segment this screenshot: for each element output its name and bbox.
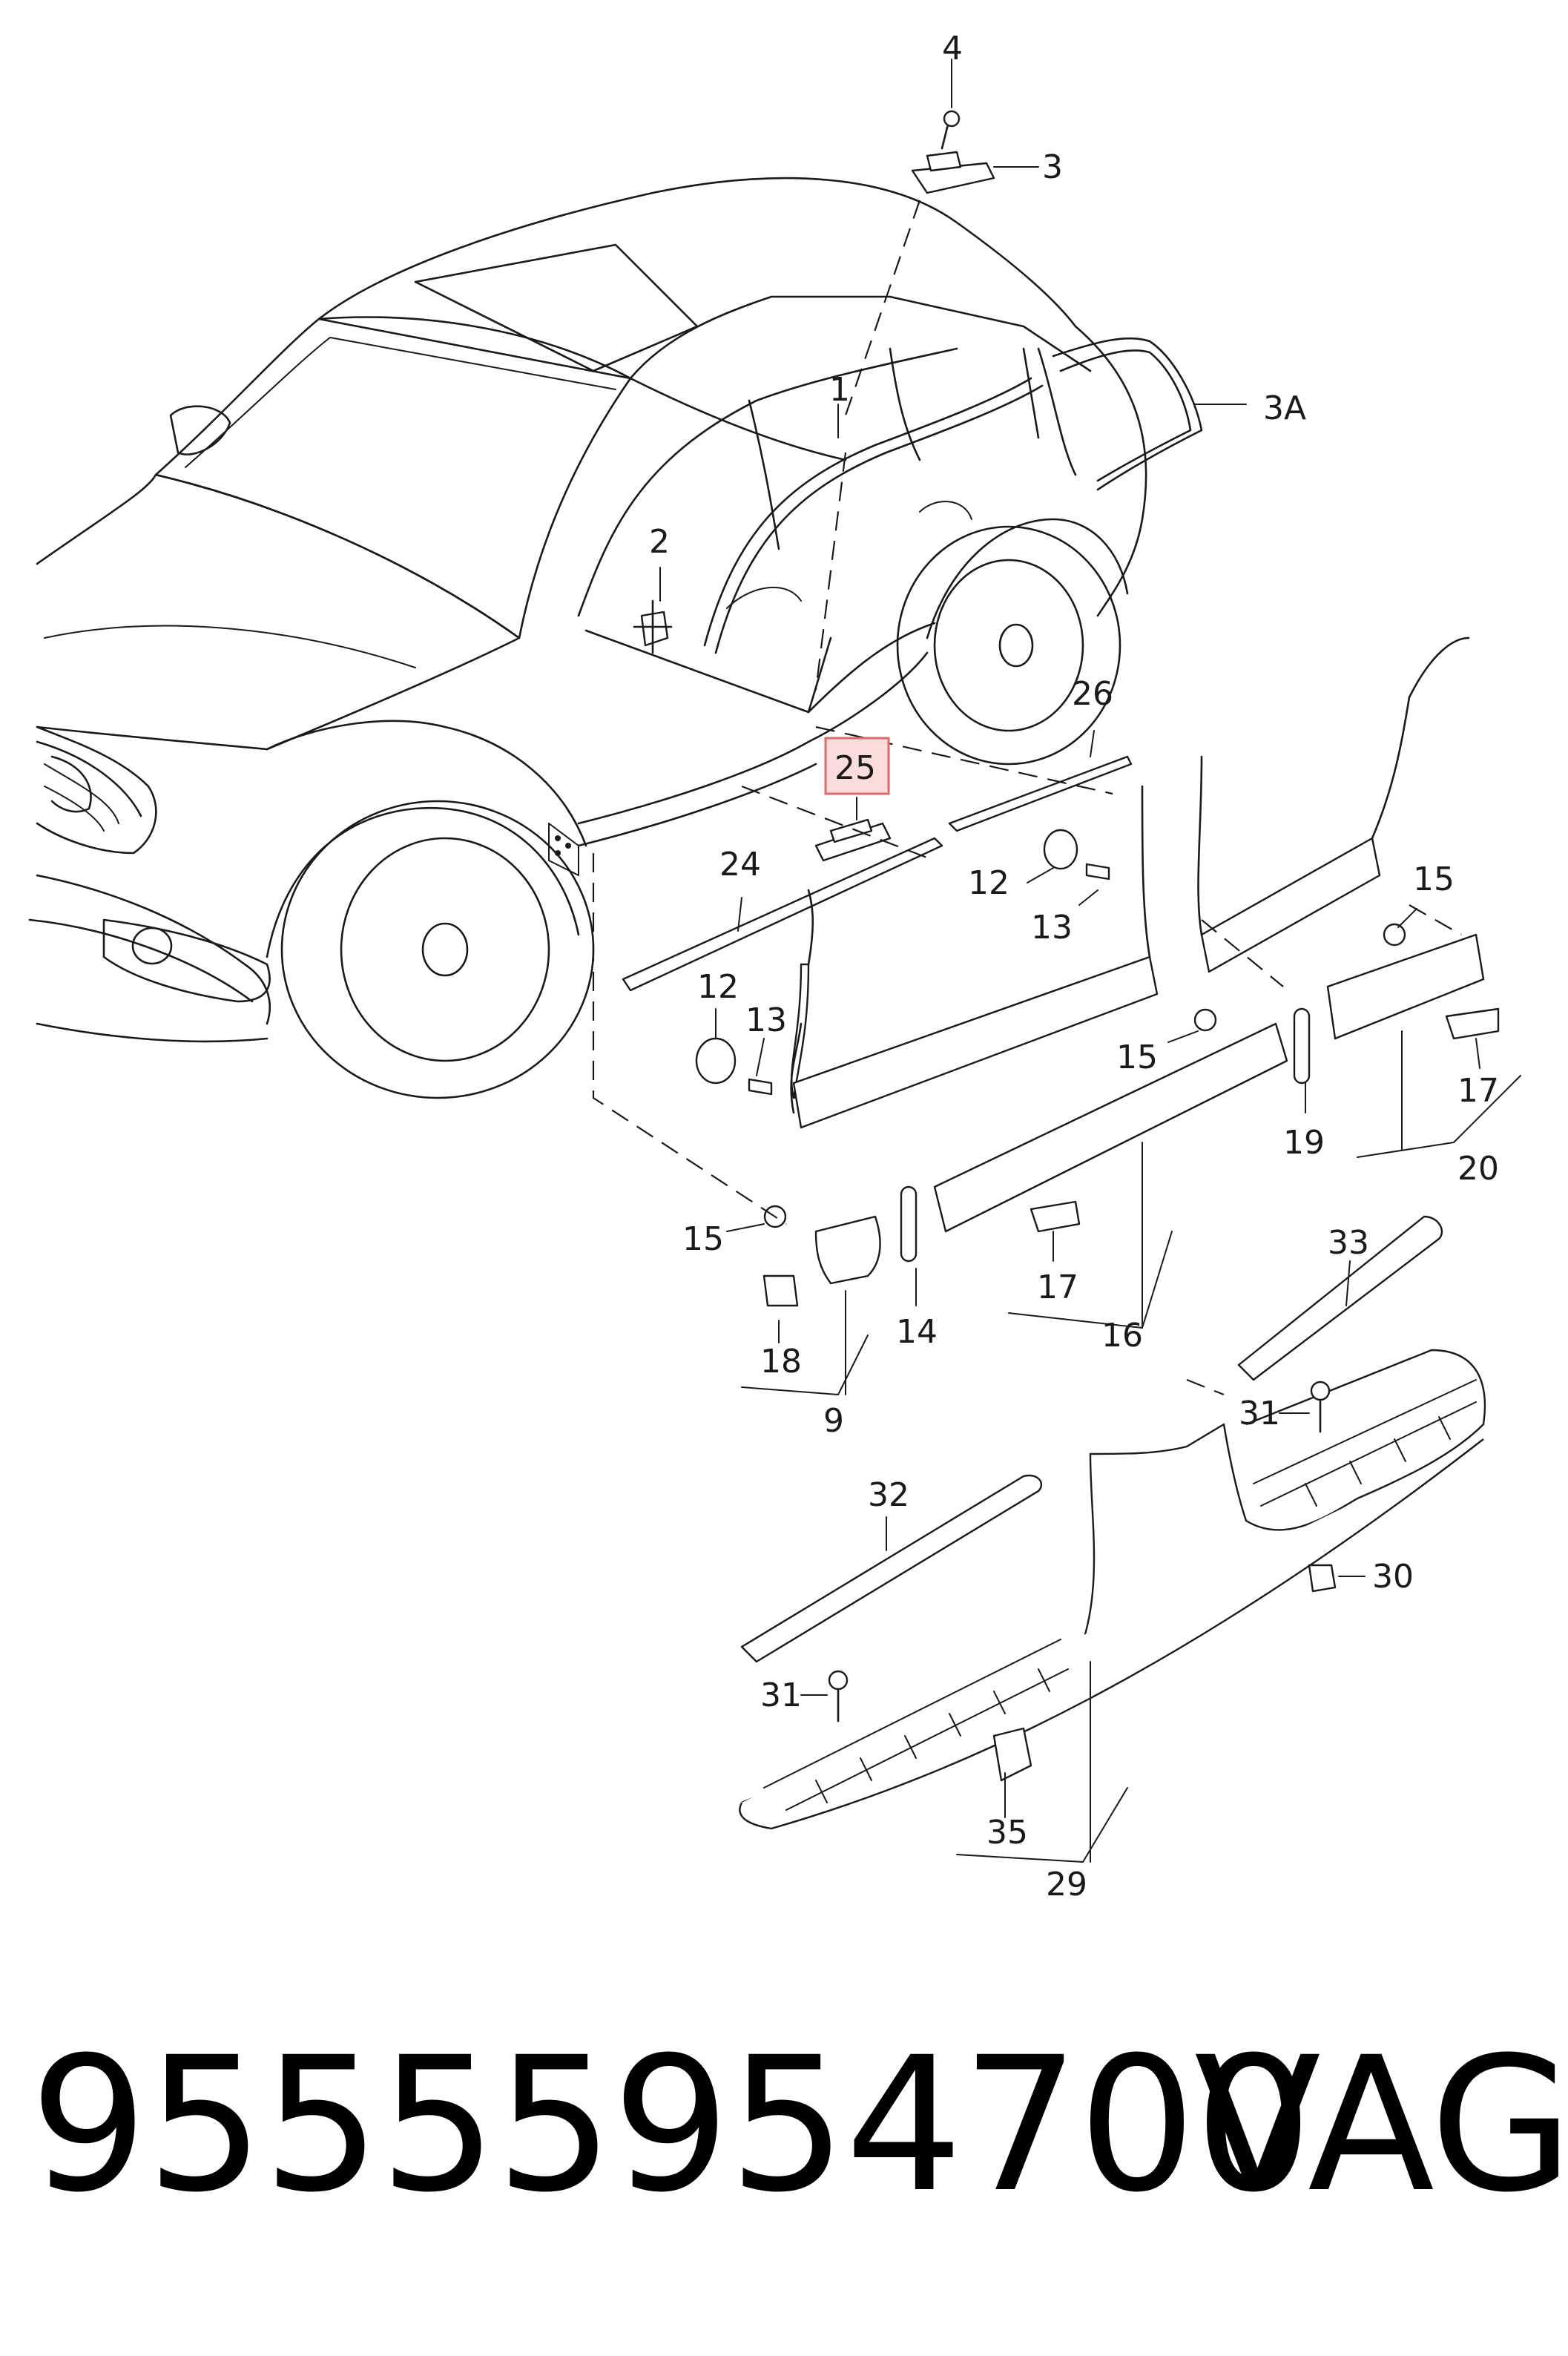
callout-32: 32 xyxy=(868,1476,909,1514)
callout-29: 29 xyxy=(1046,1866,1087,1903)
callout-18: 18 xyxy=(760,1343,802,1381)
callout-30: 30 xyxy=(1372,1558,1414,1596)
part-number: 95555954700 xyxy=(30,2017,1313,2233)
brand-name: VAG xyxy=(1194,2017,1568,2233)
callout-35: 35 xyxy=(986,1814,1028,1852)
callout-labels: 4 3 1 3A 2 26 25 24 12 13 15 12 13 15 17… xyxy=(649,30,1499,1903)
callout-25: 25 xyxy=(834,749,876,787)
footer: 95555954700 VAG xyxy=(0,2033,1568,2356)
callout-19: 19 xyxy=(1283,1124,1325,1162)
callout-15-right: 15 xyxy=(1413,861,1455,898)
parts-diagram: 4 3 1 3A 2 26 25 24 12 13 15 12 13 15 17… xyxy=(28,30,1521,1903)
callout-17-right: 17 xyxy=(1457,1072,1499,1110)
car-body-drawing xyxy=(28,177,1147,1099)
leader-lines xyxy=(592,59,1521,1863)
callout-4: 4 xyxy=(942,30,963,68)
door-trim-drawing xyxy=(695,636,1500,1307)
callout-2: 2 xyxy=(649,523,670,561)
callout-1: 1 xyxy=(829,371,850,409)
callout-12-left: 12 xyxy=(697,968,739,1006)
callout-15-left: 15 xyxy=(682,1220,724,1258)
callout-26: 26 xyxy=(1072,675,1113,713)
callout-15-mid: 15 xyxy=(1116,1039,1158,1076)
callout-24: 24 xyxy=(719,846,761,884)
callout-14: 14 xyxy=(896,1313,938,1351)
callout-17-mid: 17 xyxy=(1037,1269,1078,1306)
highlighted-part-box xyxy=(824,737,890,795)
sill-panel-drawing xyxy=(739,1215,1486,1830)
callout-20: 20 xyxy=(1457,1150,1499,1188)
callout-9: 9 xyxy=(823,1402,844,1440)
callout-3: 3 xyxy=(1042,148,1063,186)
callout-13-left: 13 xyxy=(745,1001,787,1039)
callout-13-top: 13 xyxy=(1031,909,1073,947)
callout-31-left: 31 xyxy=(760,1676,802,1714)
callout-3a: 3A xyxy=(1263,389,1306,427)
callout-12-top: 12 xyxy=(968,864,1009,902)
callout-33: 33 xyxy=(1328,1224,1369,1262)
callout-16: 16 xyxy=(1101,1317,1143,1355)
callout-31-right: 31 xyxy=(1239,1395,1280,1432)
molding-parts-drawing xyxy=(622,110,1203,992)
